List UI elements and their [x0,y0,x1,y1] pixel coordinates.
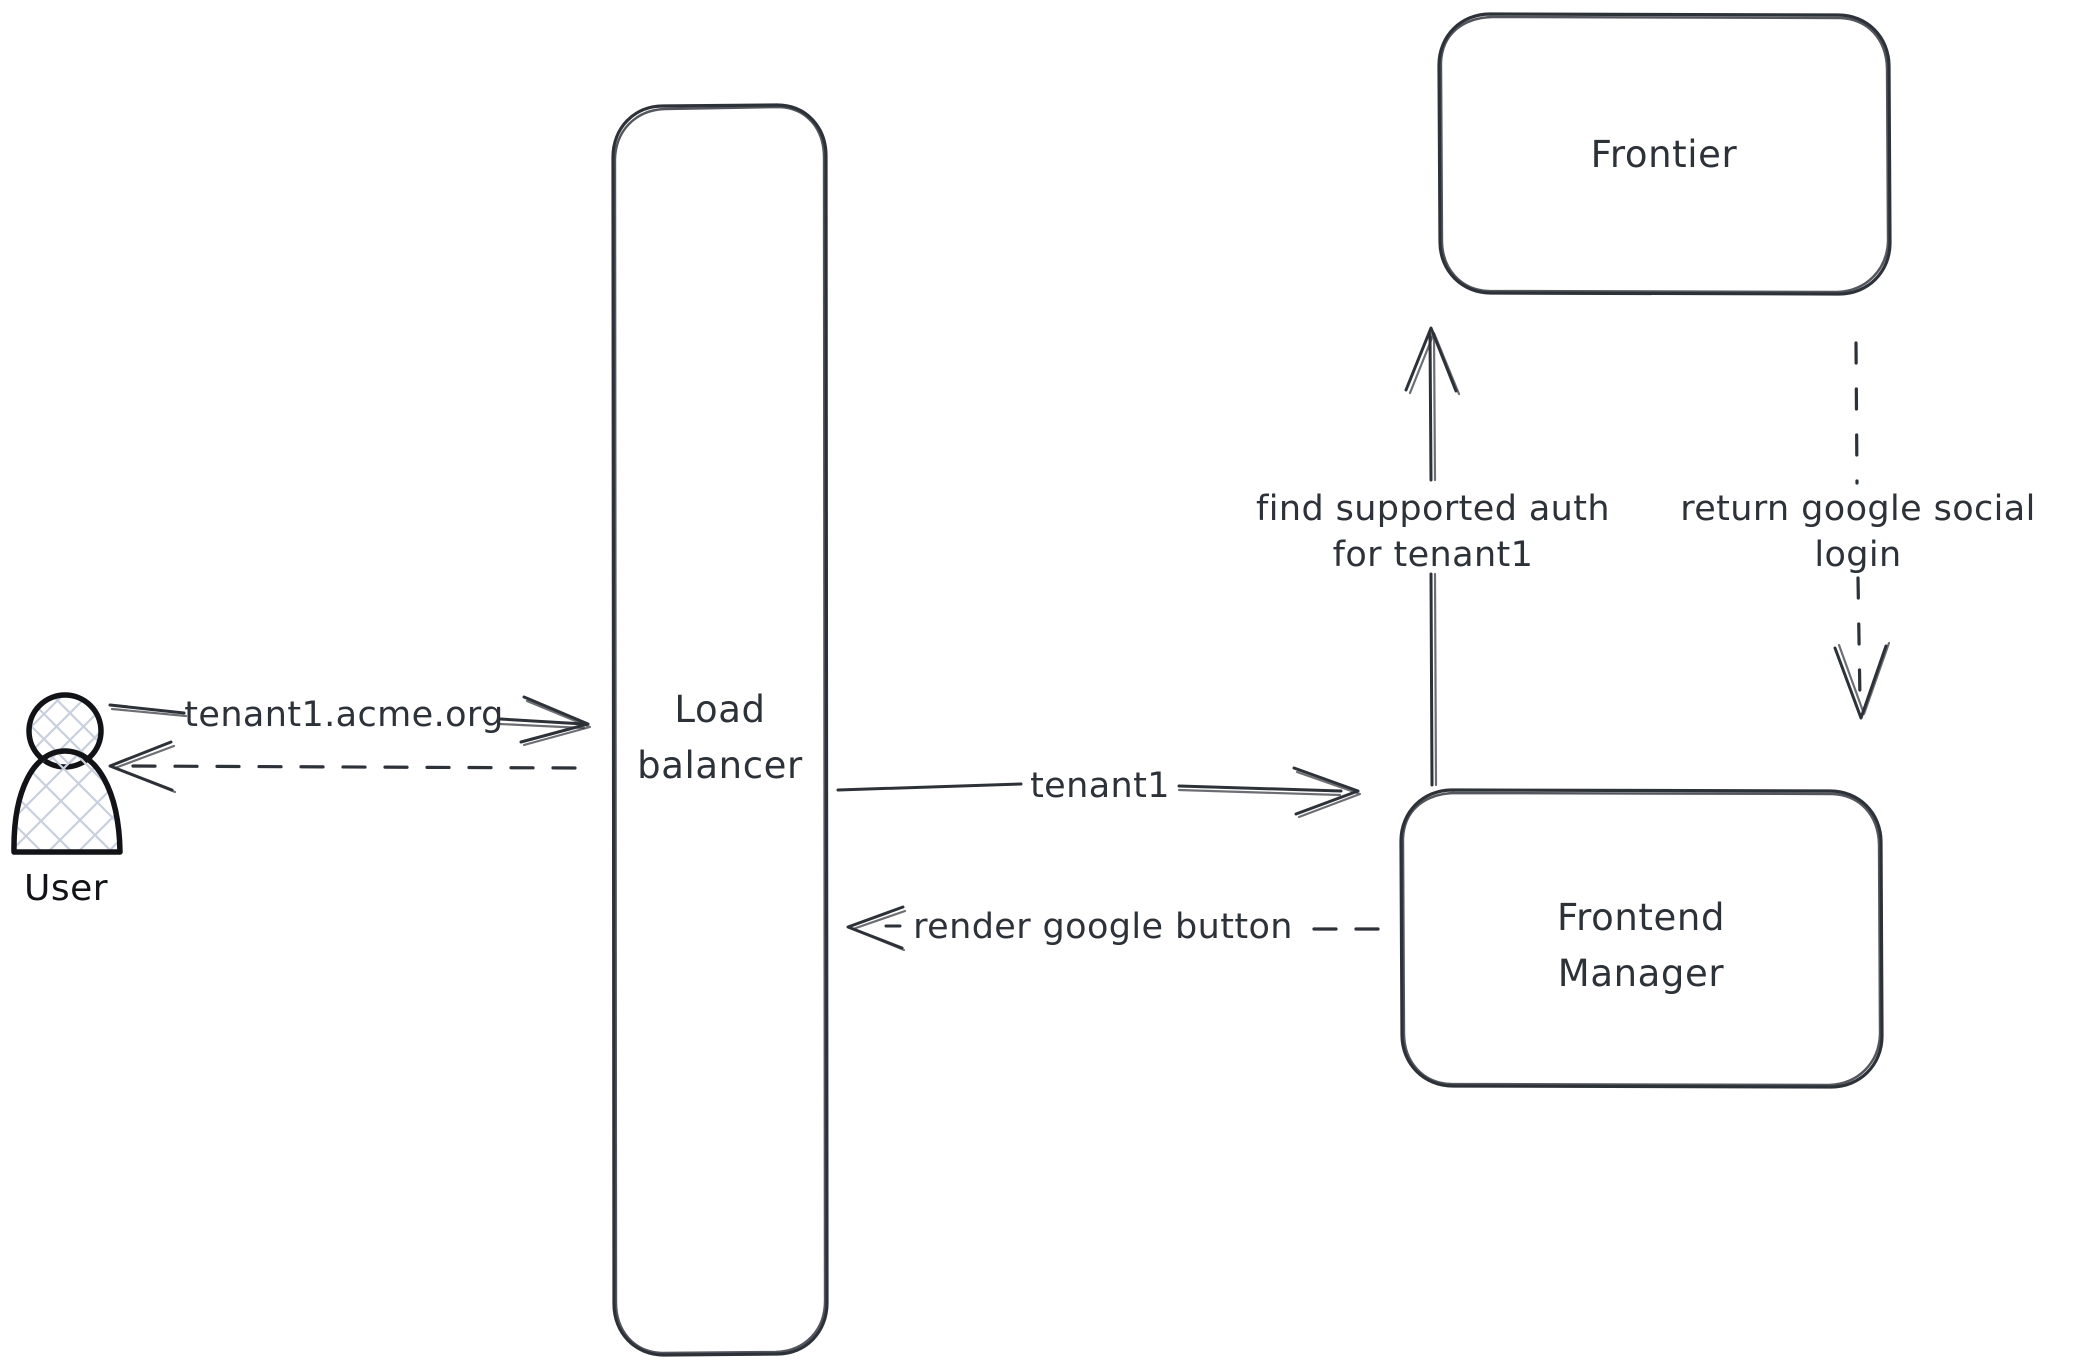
edge-lb-user-line [126,764,577,770]
frontier-outline [1437,12,1892,296]
user-body-icon [11,748,123,855]
edge-user-lb-arrowhead-sketch [522,699,592,747]
frontend-manager-outline [1399,788,1884,1089]
edge-fm-frontier-label-line1: find supported auth [1256,489,1610,529]
edge-frontier-fm-arrowhead [1833,644,1888,720]
load-balancer-outline [611,103,829,1357]
edge-lb-user-arrowhead-sketch [113,744,177,794]
edge-fm-lb-arrowhead-sketch [851,909,907,952]
user-head-icon [26,692,104,770]
edge-frontend-manager-to-load-balancer[interactable]: render google button [846,905,1380,952]
edge-lb-fm-seg-right [1177,784,1343,793]
edge-lb-fm-seg-left [836,782,1023,792]
edge-lb-fm-arrowhead [1292,766,1360,816]
edge-fm-frontier-arrowhead-sketch [1408,331,1461,396]
load-balancer-label-line2: balancer [637,744,803,787]
edge-user-to-load-balancer[interactable]: tenant1.acme.org [108,695,592,747]
load-balancer-outline-sketch [613,105,827,1355]
edge-user-lb-arrowhead [519,695,590,744]
edge-user-lb-seg-left [108,703,186,715]
edge-user-lb-label: tenant1.acme.org [184,695,503,735]
edge-user-lb-seg-right [498,717,586,726]
frontend-manager-label-line2: Manager [1558,952,1725,995]
edge-frontend-manager-to-frontier[interactable]: find supported auth for tenant1 [1256,326,1610,787]
edge-fm-frontier-arrowhead [1404,326,1458,393]
edge-load-balancer-to-frontend-manager[interactable]: tenant1 [836,766,1362,819]
edge-frontier-fm-dash-upper [1854,341,1859,485]
edge-fm-lb-label: render google button [913,907,1293,947]
frontend-manager-label-line1: Frontend [1557,896,1725,939]
edge-fm-frontier-seg-lower-sketch [1433,572,1438,787]
edge-frontier-fm-dash-lower [1856,576,1862,702]
edge-fm-frontier-seg-upper-sketch [1432,332,1437,482]
edge-frontier-fm-label-line2: login [1814,535,1901,575]
edge-user-lb-seg-left-sketch [110,707,188,718]
edge-load-balancer-to-user[interactable] [108,740,577,794]
edge-frontier-to-frontend-manager[interactable]: return google social login [1680,341,2036,720]
node-frontend-manager[interactable]: Frontend Manager [1399,788,1884,1089]
node-load-balancer[interactable]: Load balancer [611,103,829,1357]
edge-lb-fm-arrowhead-sketch [1295,770,1362,819]
edge-fm-frontier-seg-upper [1428,332,1433,482]
frontier-outline-sketch [1439,15,1890,294]
frontend-manager-outline-sketch [1401,791,1882,1087]
node-frontier[interactable]: Frontier [1437,12,1892,296]
edge-lb-fm-seg-right-sketch [1177,788,1342,797]
node-user[interactable]: User [0,686,140,909]
load-balancer-label-line1: Load [674,688,765,731]
edge-fm-frontier-label-line2: for tenant1 [1333,535,1534,575]
frontier-label: Frontier [1591,133,1738,176]
edge-fm-frontier-seg-lower [1429,572,1434,787]
edge-frontier-fm-arrowhead-sketch [1837,641,1891,716]
edge-frontier-fm-label-line1: return google social [1680,489,2036,529]
user-label: User [24,868,108,909]
edge-lb-fm-label: tenant1 [1030,766,1170,806]
